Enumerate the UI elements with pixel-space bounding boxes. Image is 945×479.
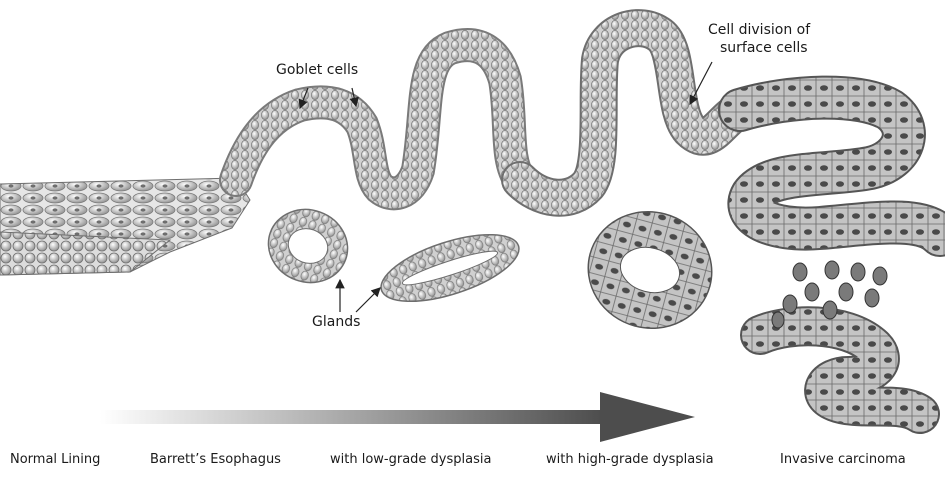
gland-small: [258, 198, 358, 293]
gland-dysplastic: [575, 198, 725, 342]
gland-elongated: [373, 221, 526, 315]
invasive-carcinoma-tissue: [760, 326, 920, 414]
stage-label-high-grade-dysplasia: with high-grade dysplasia: [546, 452, 714, 467]
stage-label-invasive-carcinoma: Invasive carcinoma: [780, 452, 906, 467]
stage-label-barretts-esophagus: Barrett’s Esophagus: [150, 452, 281, 467]
cell-division-label-line1: Cell division of: [708, 22, 810, 38]
glands-label: Glands: [312, 314, 360, 330]
progression-arrow: [100, 392, 695, 442]
stage-label-normal-lining: Normal Lining: [10, 452, 100, 467]
goblet-cells-label: Goblet cells: [276, 62, 358, 78]
stage-label-low-grade-dysplasia: with low-grade dysplasia: [330, 452, 491, 467]
cell-division-label-line2: surface cells: [720, 40, 808, 56]
high-grade-dysplasia-epithelium: [740, 98, 940, 235]
normal-squamous-lining: [0, 178, 250, 275]
low-grade-dysplasia-epithelium: [520, 28, 740, 198]
